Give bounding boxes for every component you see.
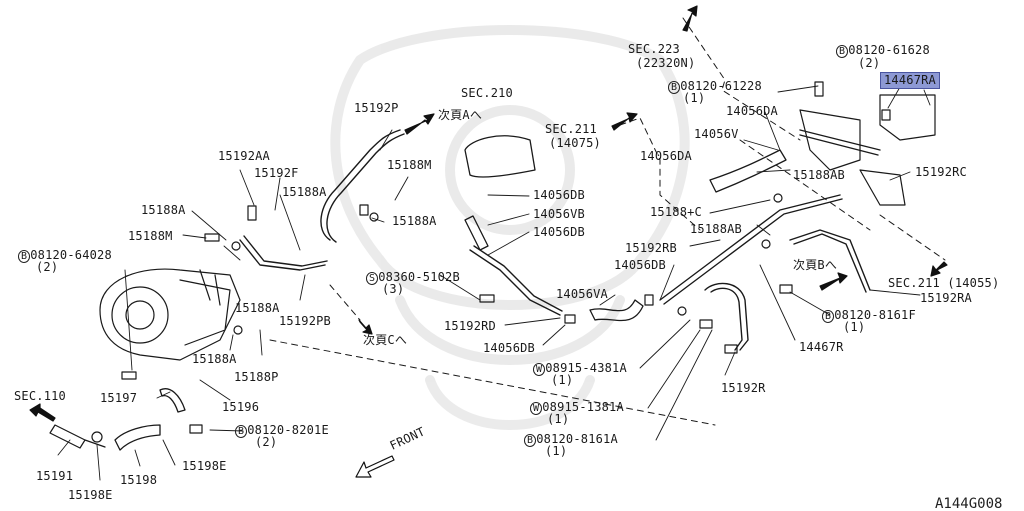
part-14056DA-b[interactable]: 14056DA bbox=[640, 149, 692, 163]
bolt-08120-61228-qty: (1) bbox=[683, 91, 706, 105]
bolt-08120-8161A-qty: (1) bbox=[545, 444, 568, 458]
next-page-B[interactable]: 次頁Bへ bbox=[793, 258, 838, 272]
part-15192F[interactable]: 15192F bbox=[254, 166, 299, 180]
bolt-08120-61628-qty: (2) bbox=[858, 56, 881, 70]
highlighted-part-14467RA[interactable]: 14467RA bbox=[880, 72, 940, 89]
part-15188C[interactable]: 15188+C bbox=[650, 205, 702, 219]
dashed-leaders bbox=[269, 17, 946, 426]
next-page-C[interactable]: 次頁Cへ bbox=[363, 333, 408, 347]
screw-prefix-icon: S bbox=[366, 272, 379, 285]
part-15198[interactable]: 15198 bbox=[120, 473, 158, 487]
part-14056DB-d[interactable]: 14056DB bbox=[483, 341, 535, 355]
washer-08915-4381A-qty: (1) bbox=[551, 373, 574, 387]
part-15192P[interactable]: 15192P bbox=[354, 101, 399, 115]
screw-08360-5102B-qty: (3) bbox=[382, 282, 405, 296]
part-15188AB-b[interactable]: 15188AB bbox=[690, 222, 742, 236]
part-15198E-b[interactable]: 15198E bbox=[68, 488, 113, 502]
bolt-08120-64028-qty: (2) bbox=[36, 260, 59, 274]
fasteners bbox=[91, 81, 891, 443]
sec110-connector bbox=[49, 424, 106, 449]
part-15192AA[interactable]: 15192AA bbox=[218, 149, 270, 163]
bolt-08120-8161F-qty: (1) bbox=[843, 320, 866, 334]
part-14056DB-c[interactable]: 14056DB bbox=[614, 258, 666, 272]
bolt-prefix-icon: B bbox=[822, 310, 835, 323]
sec223-label[interactable]: SEC.223 bbox=[628, 42, 680, 56]
part-15192RC[interactable]: 15192RC bbox=[915, 165, 967, 179]
part-15192R[interactable]: 15192R bbox=[721, 381, 766, 395]
sec223-sub: (22320N) bbox=[636, 56, 696, 70]
sec211-a-sub: (14075) bbox=[549, 136, 601, 150]
washer-08915-1381A-qty: (1) bbox=[547, 412, 570, 426]
bolt-prefix-icon: B bbox=[524, 434, 537, 447]
part-14056VB[interactable]: 14056VB bbox=[533, 207, 585, 221]
part-15192RB[interactable]: 15192RB bbox=[625, 241, 677, 255]
part-15188A-top[interactable]: 15188A bbox=[282, 185, 327, 199]
part-15188M-top[interactable]: 15188M bbox=[387, 158, 432, 172]
bolt-prefix-icon: B bbox=[18, 250, 31, 263]
part-15188P[interactable]: 15188P bbox=[234, 370, 279, 384]
bolt-08120-8201E-qty: (2) bbox=[255, 435, 278, 449]
part-15191[interactable]: 15191 bbox=[36, 469, 74, 483]
diagram-code: A144G008 bbox=[935, 496, 1003, 511]
leader-lines bbox=[57, 79, 931, 481]
turbo-assembly bbox=[99, 268, 241, 361]
washer-prefix-icon: W bbox=[530, 402, 543, 415]
arrows bbox=[29, 5, 948, 478]
watermark-emblem bbox=[330, 25, 690, 430]
part-15188AB-a[interactable]: 15188AB bbox=[793, 168, 845, 182]
part-14056DB-b[interactable]: 14056DB bbox=[533, 225, 585, 239]
next-page-A[interactable]: 次頁Aへ bbox=[438, 108, 483, 122]
bolt-prefix-icon: B bbox=[235, 425, 248, 438]
part-15192RD[interactable]: 15192RD bbox=[444, 319, 496, 333]
bolt-prefix-icon: B bbox=[668, 81, 681, 94]
part-15188M-left[interactable]: 15188M bbox=[128, 229, 173, 243]
part-14056DA-a[interactable]: 14056DA bbox=[726, 104, 778, 118]
sec210-label[interactable]: SEC.210 bbox=[461, 86, 513, 100]
pipes bbox=[239, 129, 881, 351]
part-15188A-bot[interactable]: 15188A bbox=[192, 352, 237, 366]
part-14056V[interactable]: 14056V bbox=[694, 127, 739, 141]
part-15188A-mid[interactable]: 15188A bbox=[392, 214, 437, 228]
part-15188A-left[interactable]: 15188A bbox=[141, 203, 186, 217]
part-15196[interactable]: 15196 bbox=[222, 400, 260, 414]
bolt-prefix-icon: B bbox=[836, 45, 849, 58]
part-14467R[interactable]: 14467R bbox=[799, 340, 844, 354]
sec211-b-label[interactable]: SEC.211 (14055) bbox=[888, 276, 1000, 290]
part-14056DB-a[interactable]: 14056DB bbox=[533, 188, 585, 202]
part-15188A-low[interactable]: 15188A bbox=[235, 301, 280, 315]
part-label: 14467RA bbox=[884, 73, 936, 87]
part-15198E-a[interactable]: 15198E bbox=[182, 459, 227, 473]
bracket-assembly bbox=[799, 94, 936, 206]
sec211-a-label[interactable]: SEC.211 bbox=[545, 122, 597, 136]
part-15192PB[interactable]: 15192PB bbox=[279, 314, 331, 328]
part-15197[interactable]: 15197 bbox=[100, 391, 138, 405]
washer-prefix-icon: W bbox=[533, 363, 546, 376]
hoses bbox=[114, 135, 787, 451]
part-14056VA[interactable]: 14056VA bbox=[556, 287, 608, 301]
sec110-label[interactable]: SEC.110 bbox=[14, 389, 66, 403]
part-15192RA[interactable]: 15192RA bbox=[920, 291, 972, 305]
